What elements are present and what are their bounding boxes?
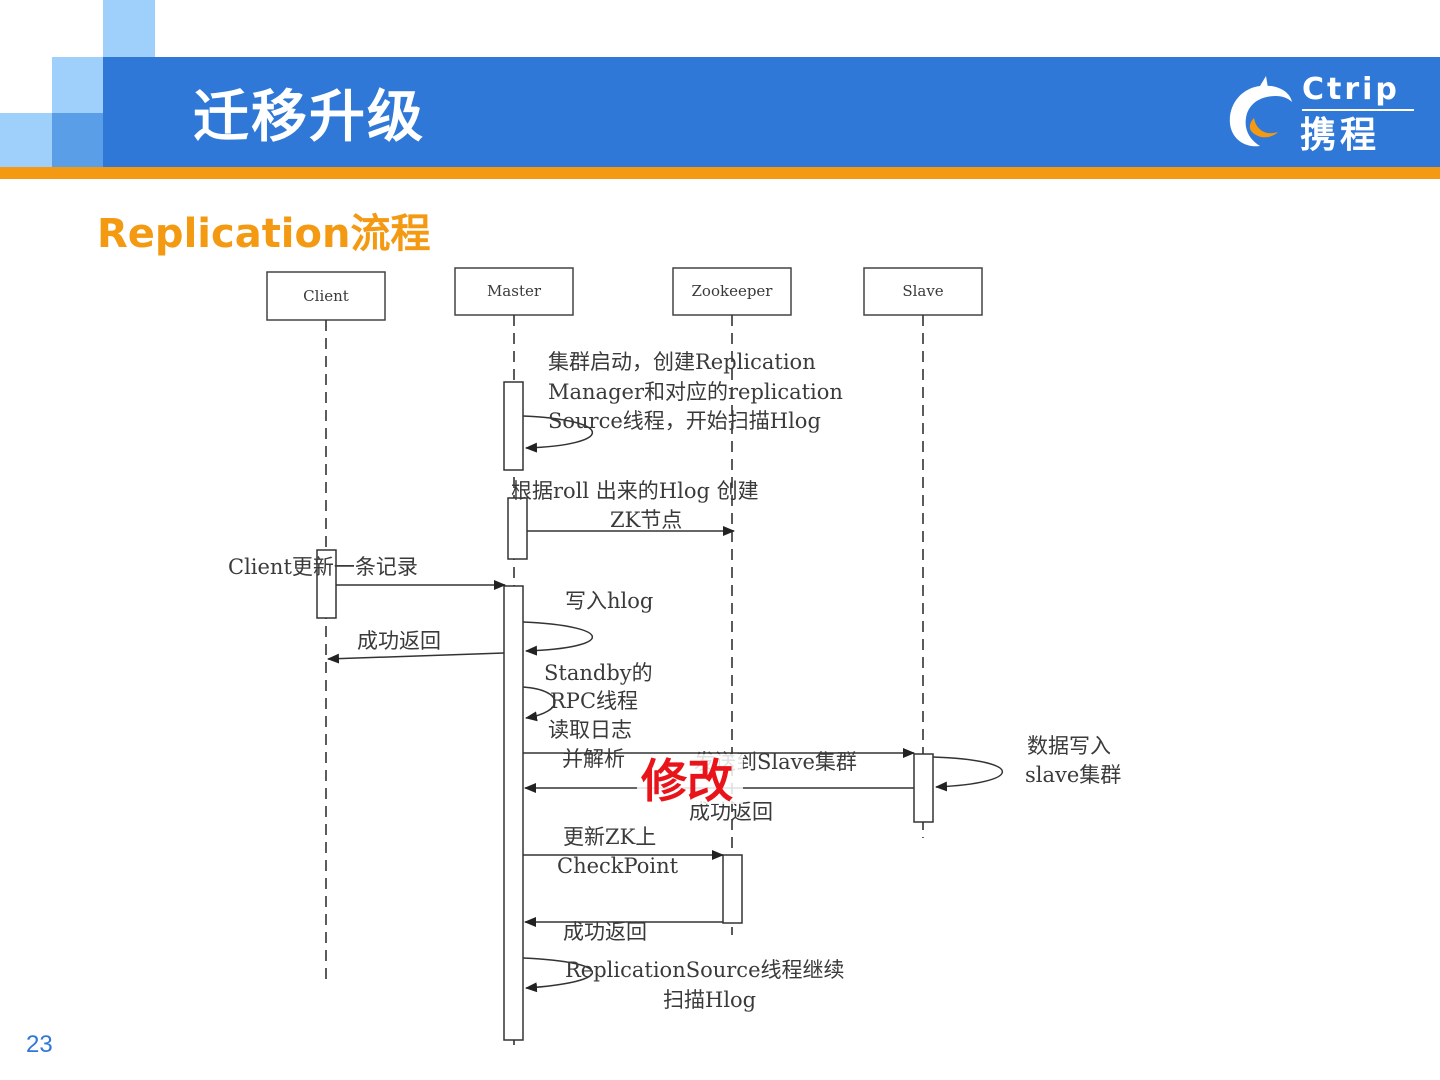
logo-rule <box>1302 109 1414 111</box>
activation-zookeeper <box>722 854 743 924</box>
deco-square <box>52 113 103 167</box>
ctrip-logo: Ctrip 携程 <box>1220 72 1420 157</box>
overlay-backdrop <box>637 754 743 804</box>
self-arrow-rpc <box>522 686 556 722</box>
section-subtitle: Replication流程 <box>97 211 431 257</box>
msg-cluster-start: 集群启动，创建Replication Manager和对应的replicatio… <box>548 350 850 433</box>
slide-title: 迁移升级 <box>193 85 425 150</box>
activation-client <box>316 549 337 619</box>
svg-text:Client: Client <box>303 287 349 305</box>
activation-slave <box>913 753 934 823</box>
page-number: 23 <box>26 1031 53 1058</box>
lifeline-zookeeper: Zookeeper <box>672 267 792 316</box>
activation-master-3 <box>503 585 524 1041</box>
activation-master-1 <box>503 381 524 471</box>
dolphin-icon <box>1229 76 1292 147</box>
svg-text:Slave: Slave <box>902 282 943 300</box>
deco-square <box>52 57 103 113</box>
logo-text-cn: 携程 <box>1300 115 1381 156</box>
logo-text-en: Ctrip <box>1302 72 1400 107</box>
svg-text:Zookeeper: Zookeeper <box>692 282 774 300</box>
msg-write-slave: 数据写入 slave集群 <box>1025 734 1121 787</box>
msg-write-hlog: 写入hlog <box>565 589 653 613</box>
activation-master-2 <box>507 497 528 560</box>
msg-return-3: 成功返回 <box>563 920 647 944</box>
msg-update-checkpoint: 更新ZK上 CheckPoint <box>557 825 679 878</box>
msg-client-update: Client更新一条记录 <box>228 555 418 579</box>
msg-return-1: 成功返回 <box>357 629 441 653</box>
self-arrow-slave <box>932 756 1003 792</box>
msg-continue-scan: ReplicationSource线程继续 扫描Hlog <box>565 958 851 1012</box>
self-arrow-continue <box>522 957 593 993</box>
lifeline-slave: Slave <box>863 267 983 316</box>
deco-square <box>0 113 52 167</box>
lifeline-master: Master <box>454 267 574 316</box>
msg-standby-rpc: Standby的 RPC线程 读取日志 并解析 <box>544 661 659 771</box>
header-divider <box>0 167 1440 179</box>
svg-text:Master: Master <box>487 282 542 300</box>
msg-create-zk-node: 根据roll 出来的Hlog 创建 ZK节点 <box>511 479 765 532</box>
lifeline-client: Client <box>266 271 386 321</box>
deco-square <box>103 0 155 57</box>
arrow-return-client <box>327 652 505 664</box>
self-arrow-1 <box>522 415 593 453</box>
self-arrow-write-hlog <box>522 621 593 656</box>
header-bar <box>103 57 1440 167</box>
modify-annotation: 修改 <box>641 754 733 808</box>
